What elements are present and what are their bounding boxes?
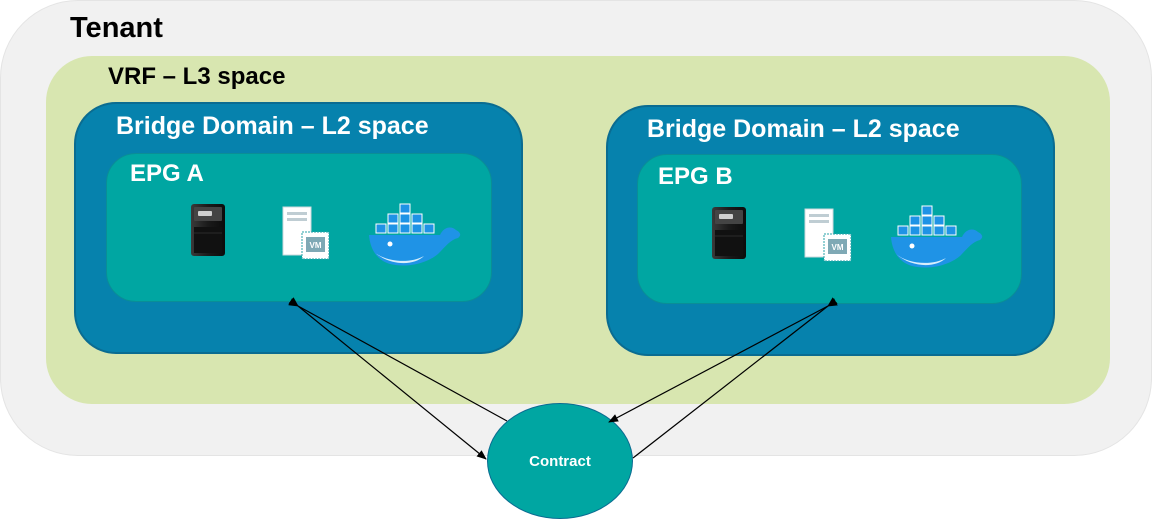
arrow-epg-a-to-contract-upper	[288, 298, 508, 422]
arrow-epg-b-to-contract-upper	[608, 298, 838, 423]
docker-whale-icon	[369, 203, 461, 266]
vm-icon: VM	[804, 208, 852, 262]
server-icon	[191, 204, 225, 256]
vm-icon: VM	[282, 206, 330, 260]
bridge-domain-a-title: Bridge Domain – L2 space	[116, 112, 429, 140]
tenant-title: Tenant	[70, 12, 163, 44]
vm-badge-label: VM	[310, 241, 322, 250]
epg-a-title: EPG A	[130, 160, 204, 187]
bridge-domain-b-title: Bridge Domain – L2 space	[647, 115, 960, 143]
vrf-title: VRF – L3 space	[108, 63, 286, 90]
arrow-epg-a-to-contract-lower	[288, 297, 487, 460]
epg-b-title: EPG B	[658, 163, 733, 190]
docker-whale-icon	[891, 205, 983, 268]
contract-label: Contract	[529, 452, 591, 470]
arrow-epg-b-to-contract-lower	[632, 297, 838, 459]
contract-node: Contract	[487, 403, 633, 519]
vm-badge-label: VM	[832, 243, 844, 252]
server-icon	[712, 207, 746, 259]
